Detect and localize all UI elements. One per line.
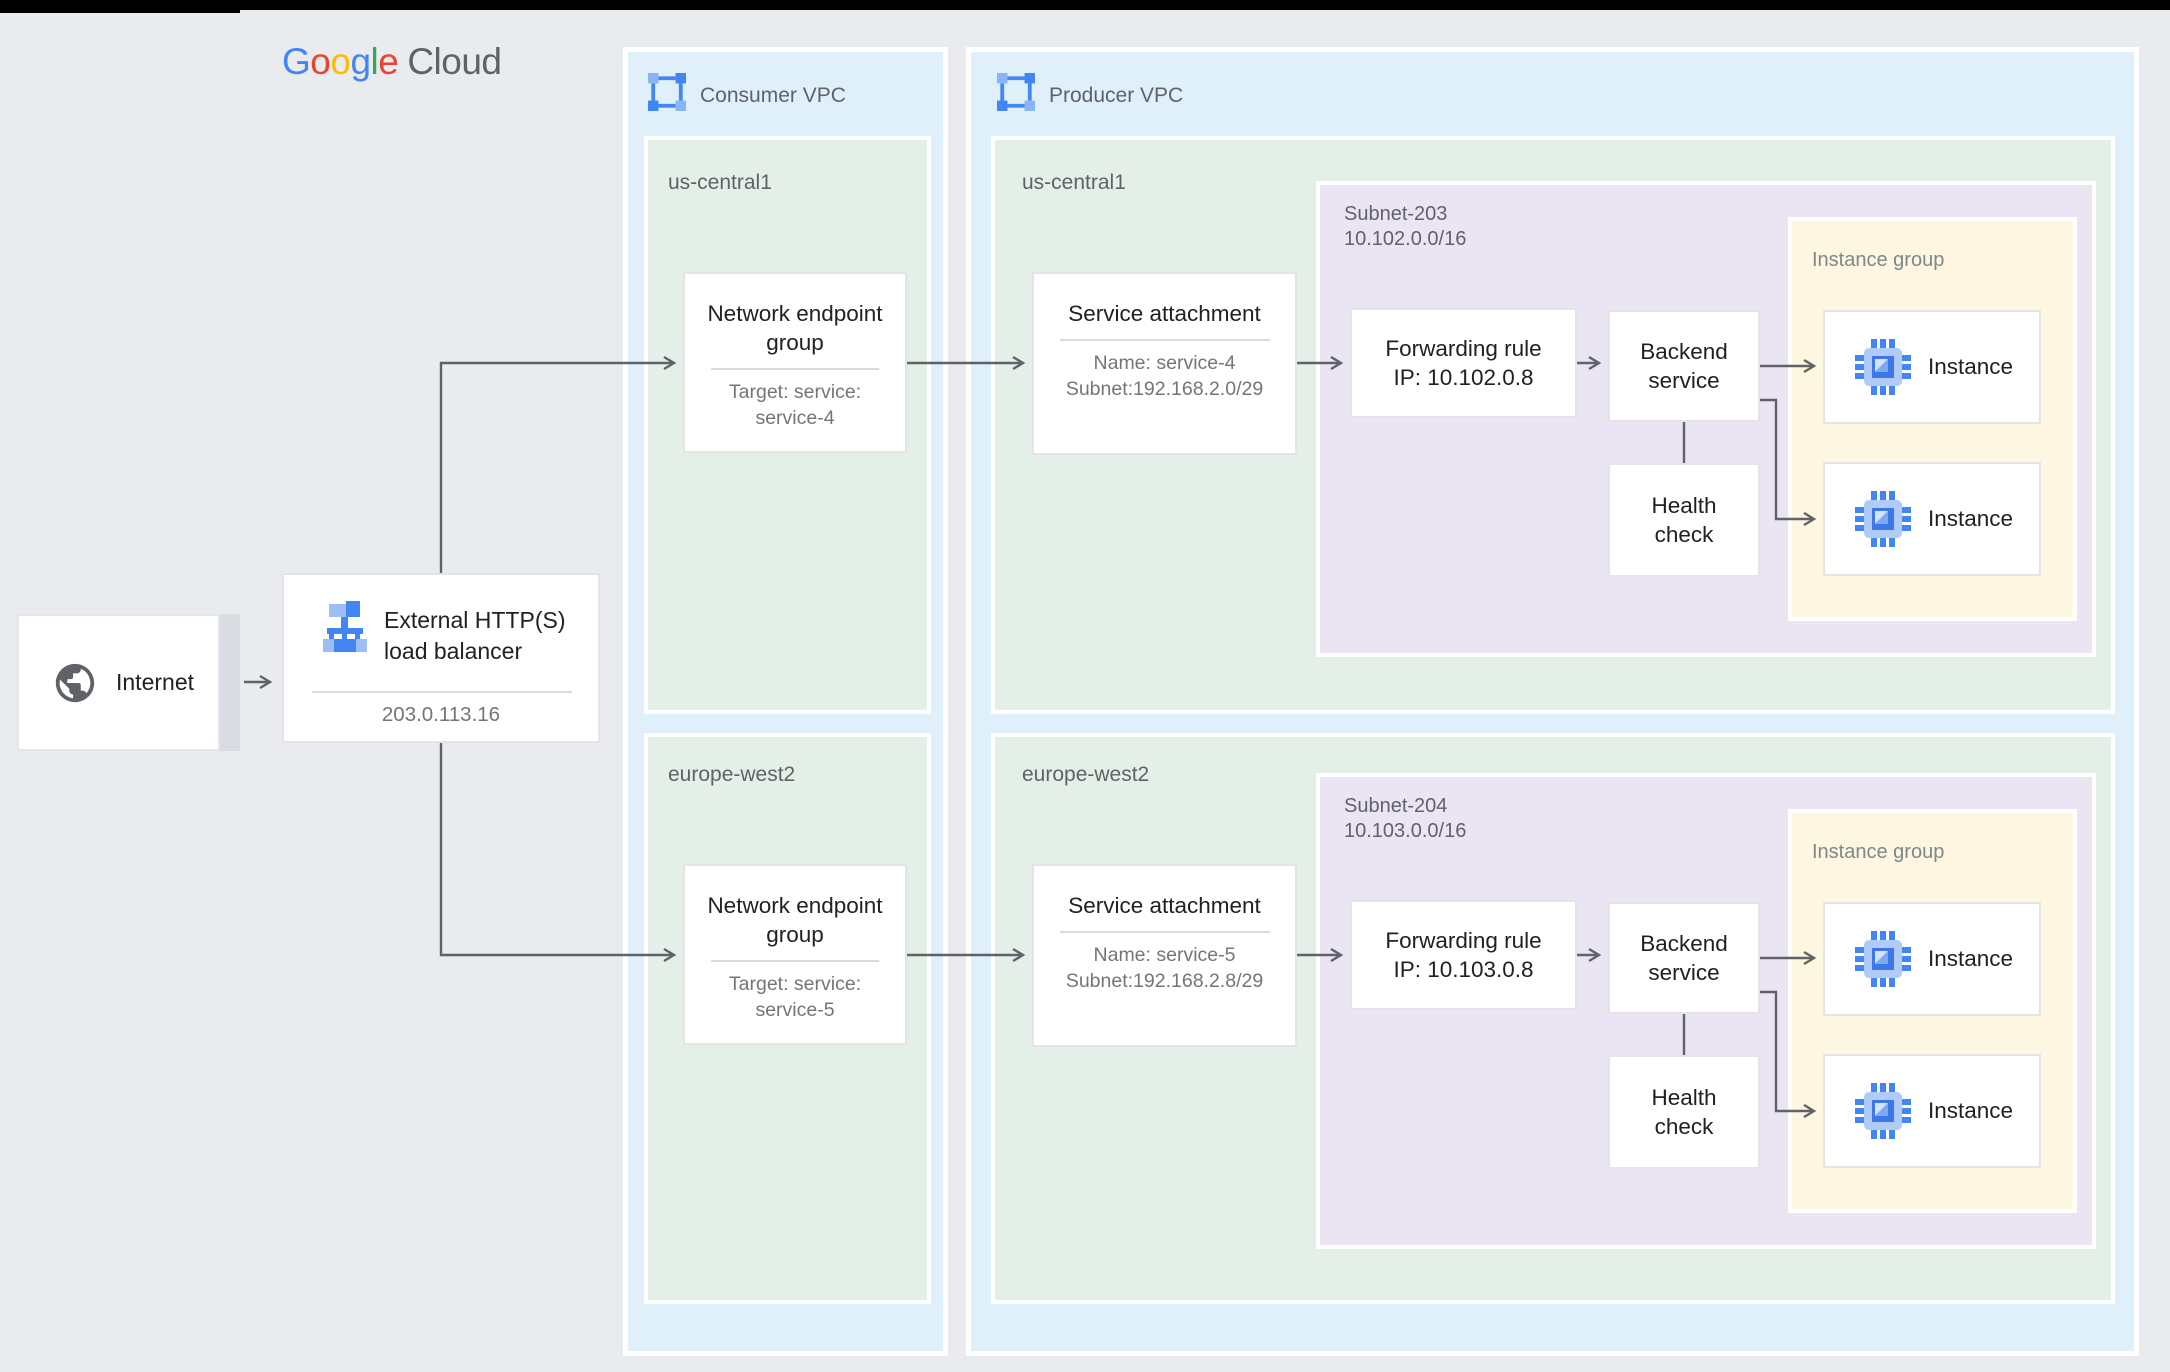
load-balancer-title: External HTTP(S) load balancer xyxy=(384,607,566,664)
producer-vpc-label: Producer VPC xyxy=(1049,84,1184,107)
logo-letter: o xyxy=(310,41,331,82)
network-endpoint-group-node: Network endpoint group Target: service: … xyxy=(683,272,907,453)
vpc-icon xyxy=(648,73,686,111)
instance-group-label: Instance group xyxy=(1812,841,1945,863)
instance-node: Instance xyxy=(1823,902,2041,1016)
region-label: us-central1 xyxy=(668,171,772,194)
logo-letter: g xyxy=(350,41,371,82)
subnet-cidr: 10.103.0.0/16 xyxy=(1344,820,1467,842)
divider xyxy=(711,368,879,370)
neg-title: Network endpoint group xyxy=(707,893,883,947)
instance-label: Instance xyxy=(1928,354,2014,379)
logo-letter: G xyxy=(282,41,311,82)
region-label: europe-west2 xyxy=(1022,763,1150,786)
backend-service-node: Backend service xyxy=(1608,902,1760,1014)
divider xyxy=(1059,339,1270,341)
logo-cloud-text: Cloud xyxy=(407,41,502,82)
top-left-black-bar xyxy=(0,0,240,13)
instance-node: Instance xyxy=(1823,462,2041,576)
region-label: europe-west2 xyxy=(668,763,796,786)
service-attachment-name: Name: service-4 xyxy=(1093,352,1236,374)
service-attachment-name: Name: service-5 xyxy=(1093,944,1236,966)
forwarding-rule-title: Forwarding rule xyxy=(1385,336,1542,361)
load-balancer-icon xyxy=(323,601,367,652)
service-attachment-subnet: Subnet:192.168.2.8/29 xyxy=(1065,970,1264,992)
health-check-label: Health check xyxy=(1651,1085,1717,1139)
forwarding-rule-ip: IP: 10.102.0.8 xyxy=(1393,365,1534,390)
service-attachment-node: Service attachment Name: service-5 Subne… xyxy=(1032,864,1297,1047)
divider xyxy=(1059,931,1270,933)
logo-letter: l xyxy=(370,41,379,82)
divider xyxy=(711,960,879,962)
compute-instance-icon xyxy=(1855,339,1911,395)
internet-node: Internet xyxy=(17,614,220,751)
compute-instance-icon xyxy=(1855,1083,1911,1139)
instance-label: Instance xyxy=(1928,1098,2014,1123)
subnet-name: Subnet-203 xyxy=(1344,203,1448,225)
top-black-bar xyxy=(0,0,2170,10)
subnet-label: Subnet-204 10.103.0.0/16 xyxy=(1344,794,1466,844)
compute-instance-icon xyxy=(1855,491,1911,547)
vpc-icon xyxy=(997,73,1035,111)
neg-target-line: service-5 xyxy=(755,999,835,1021)
forwarding-rule-node: Forwarding rule IP: 10.103.0.8 xyxy=(1350,900,1577,1010)
forwarding-rule-ip: IP: 10.103.0.8 xyxy=(1393,957,1534,982)
logo-letter: e xyxy=(378,41,399,82)
divider xyxy=(312,691,572,693)
service-attachment-title: Service attachment xyxy=(1068,301,1261,326)
health-check-label: Health check xyxy=(1651,493,1717,547)
subnet-name: Subnet-204 xyxy=(1344,795,1448,817)
internet-node-shadow xyxy=(220,614,240,751)
subnet-label: Subnet-203 10.102.0.0/16 xyxy=(1344,202,1466,252)
compute-instance-icon xyxy=(1855,931,1911,987)
logo-letter: o xyxy=(330,41,351,82)
neg-target-line: Target: service: xyxy=(728,973,862,995)
region-label: us-central1 xyxy=(1022,171,1126,194)
instance-group-label: Instance group xyxy=(1812,249,1945,271)
neg-target-line: Target: service: xyxy=(728,381,862,403)
health-check-node: Health check xyxy=(1608,1055,1760,1169)
health-check-node: Health check xyxy=(1608,463,1760,577)
subnet-cidr: 10.102.0.0/16 xyxy=(1344,228,1467,250)
backend-service-node: Backend service xyxy=(1608,310,1760,422)
neg-target-line: service-4 xyxy=(755,407,835,429)
forwarding-rule-title: Forwarding rule xyxy=(1385,928,1542,953)
neg-title: Network endpoint group xyxy=(707,301,883,355)
load-balancer-node: External HTTP(S) load balancer 203.0.113… xyxy=(282,573,600,743)
backend-service-label: Backend service xyxy=(1640,931,1728,985)
load-balancer-ip: 203.0.113.16 xyxy=(381,703,501,726)
consumer-vpc-label: Consumer VPC xyxy=(700,84,846,107)
instance-node: Instance xyxy=(1823,1054,2041,1168)
instance-node: Instance xyxy=(1823,310,2041,424)
instance-label: Instance xyxy=(1928,506,2014,531)
service-attachment-title: Service attachment xyxy=(1068,893,1261,918)
globe-icon xyxy=(55,663,95,702)
backend-service-label: Backend service xyxy=(1640,339,1728,393)
internet-label: Internet xyxy=(116,669,194,695)
service-attachment-subnet: Subnet:192.168.2.0/29 xyxy=(1065,378,1264,400)
instance-label: Instance xyxy=(1928,946,2014,971)
forwarding-rule-node: Forwarding rule IP: 10.102.0.8 xyxy=(1350,308,1577,418)
service-attachment-node: Service attachment Name: service-4 Subne… xyxy=(1032,272,1297,455)
network-endpoint-group-node: Network endpoint group Target: service: … xyxy=(683,864,907,1045)
